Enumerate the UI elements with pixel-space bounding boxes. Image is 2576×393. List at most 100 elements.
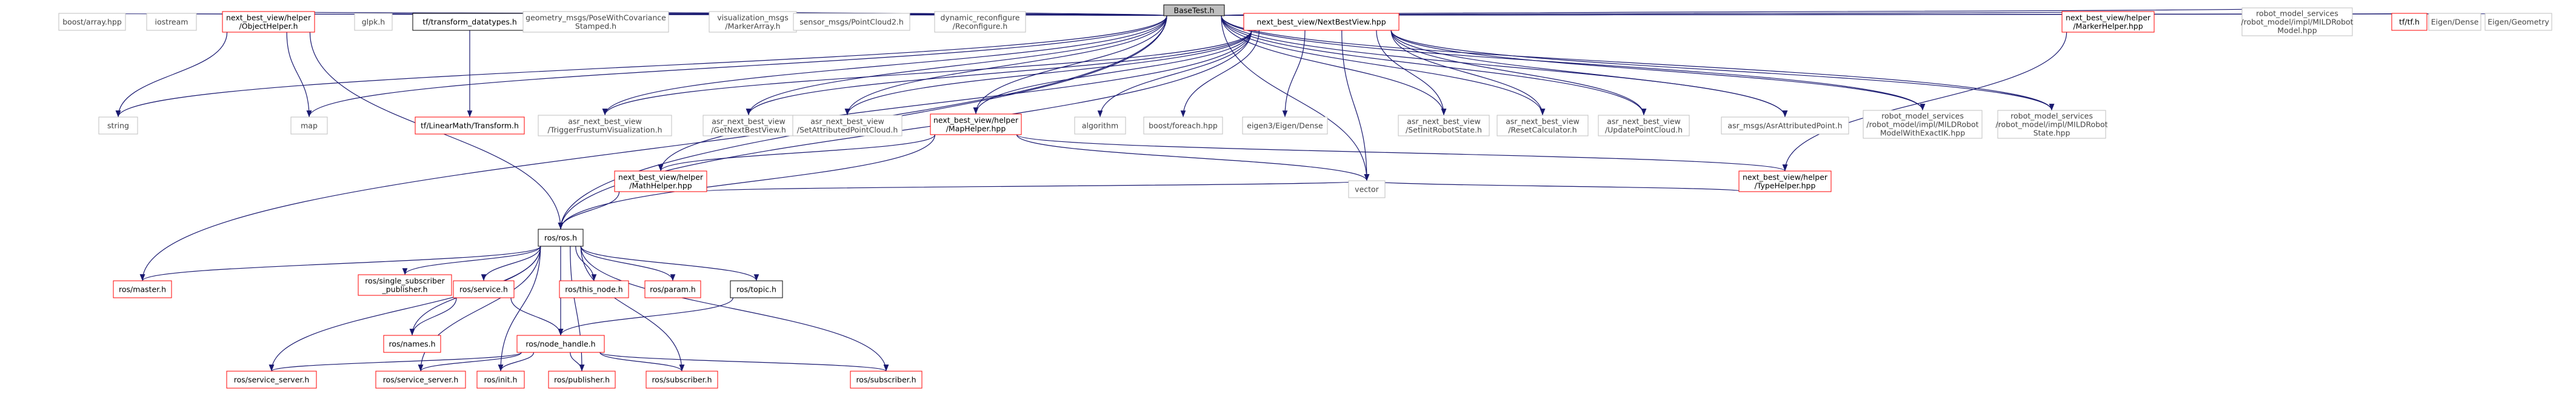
node-box <box>2484 13 2552 31</box>
edge-ros_h-to-ros_subscriber_1 <box>580 246 685 372</box>
node-box <box>146 13 197 31</box>
node-tf-tf[interactable]: tf/tf.h <box>2391 13 2428 31</box>
node-box <box>538 229 584 247</box>
edge-ros_service-to-ros_names <box>409 297 457 336</box>
node-label: robot_model_services <box>1881 112 1964 121</box>
node-ros-names[interactable]: ros/names.h <box>383 335 441 353</box>
node-single-sub-pub[interactable]: ros/single_subscriber_publisher.h <box>358 274 452 296</box>
node-label: State.hpp <box>2034 129 2070 138</box>
node-service-server-2[interactable]: ros/service_server.h <box>375 371 466 389</box>
node-label: ros/service_server.h <box>383 375 459 385</box>
node-map-helper[interactable]: next_best_view/helper/MapHelper.hpp <box>930 113 1022 135</box>
node-service-server-1[interactable]: ros/service_server.h <box>226 371 317 389</box>
node-label: /TypeHelper.hpp <box>1755 181 1816 190</box>
edge-root-to-trigger_frustum <box>602 15 1167 116</box>
edge-ros_h-to-ros_subscriber_2 <box>580 246 889 372</box>
edge-nbv-to-ros_h <box>558 30 1252 230</box>
edge-type_helper-to-vector <box>1364 180 1744 192</box>
node-label: map <box>301 121 318 130</box>
node-box <box>522 11 669 33</box>
node-tf-linearmath[interactable]: tf/LinearMath/Transform.h <box>415 116 525 135</box>
node-tf-datatypes[interactable]: tf/transform_datatypes.h <box>412 13 527 31</box>
edge-ros_node_handle-to-ros_subscriber_1 <box>599 352 685 372</box>
node-box <box>516 335 605 353</box>
edge-math_helper-to-vector <box>701 180 1369 192</box>
node-dynamic-reconfigure: dynamic_reconfigure/Reconfigure.h <box>934 11 1026 33</box>
node-visualization-msgs: visualization_msgs/MarkerArray.h <box>709 11 797 33</box>
node-label: ros/publisher.h <box>554 375 610 385</box>
node-rms-state: robot_model_services/robot_model/impl/MI… <box>1995 110 2108 139</box>
node-ros-init[interactable]: ros/init.h <box>476 371 525 389</box>
node-label: dynamic_reconfigure <box>941 13 1020 22</box>
node-box <box>1348 180 1386 198</box>
node-type-helper[interactable]: next_best_view/helper/TypeHelper.hpp <box>1738 170 1832 192</box>
node-label: ModelWithExactIK.hpp <box>1880 129 1965 138</box>
node-math-helper[interactable]: next_best_view/helper/MathHelper.hpp <box>614 170 707 192</box>
node-box <box>222 11 315 33</box>
edge-root-to-rms_state <box>1221 15 2055 111</box>
node-ros-service[interactable]: ros/service.h <box>453 280 515 298</box>
node-ros-this-node[interactable]: ros/this_node.h <box>559 280 629 298</box>
node-box <box>1074 116 1126 135</box>
node-box <box>226 371 317 389</box>
node-ros-subscriber-2[interactable]: ros/subscriber.h <box>850 371 923 389</box>
node-label: asr_next_best_view <box>1506 117 1580 126</box>
node-label: ros/master.h <box>119 285 166 294</box>
node-object-helper[interactable]: next_best_view/helper/ObjectHelper.h <box>222 11 315 33</box>
edge-root-to-ros_master <box>139 15 1167 281</box>
node-box <box>1598 115 1690 136</box>
node-algorithm: algorithm <box>1074 116 1126 135</box>
edge-nbv-to-vector <box>1341 30 1370 181</box>
node-box <box>793 13 910 31</box>
node-glpk: glpk.h <box>354 13 393 31</box>
node-box <box>702 115 795 136</box>
node-label: ros/subscriber.h <box>856 375 916 385</box>
node-marker-helper[interactable]: next_best_view/helper/MarkerHelper.hpp <box>2061 11 2155 33</box>
node-label: ros/ros.h <box>544 233 577 243</box>
edge-ros_h-to-ros_master <box>139 246 541 281</box>
edge-nbv-to-update_pc <box>1390 30 1647 116</box>
node-label: ros/subscriber.h <box>652 375 712 385</box>
node-label: /SetAttributedPointCloud.h <box>797 126 898 135</box>
node-label: next_best_view/helper <box>1743 173 1828 182</box>
node-box <box>58 13 126 31</box>
edge-root-to-set_init_robot <box>1221 15 1447 116</box>
node-nbv[interactable]: next_best_view/NextBestView.hpp <box>1243 13 1400 31</box>
edge-ros_node_handle-to-ros_init <box>498 352 535 372</box>
node-get-nbv: asr_next_best_view/GetNextBestView.h <box>702 115 795 136</box>
node-box <box>614 170 707 192</box>
edge-root-to-set_attr_pc <box>844 15 1167 116</box>
node-box <box>792 115 903 136</box>
node-label: robot_model_services <box>2010 112 2093 121</box>
node-ros-node-handle[interactable]: ros/node_handle.h <box>516 335 605 353</box>
edge-nbv-to-set_init_robot <box>1376 30 1447 116</box>
edge-ros_node_handle-to-ros_publisher <box>570 352 585 372</box>
edge-ros_topic-to-ros_node_handle <box>558 297 733 336</box>
node-label: next_best_view/helper <box>933 116 1019 125</box>
node-box <box>1243 13 1400 31</box>
node-root[interactable]: BaseTest.h <box>1163 4 1225 16</box>
node-label: Model.hpp <box>2277 26 2317 35</box>
node-ros-param[interactable]: ros/param.h <box>644 280 701 298</box>
node-box <box>1863 110 1983 139</box>
node-label: string <box>107 121 129 130</box>
node-label: /GetNextBestView.h <box>711 126 786 135</box>
edge-root-to-map <box>306 15 1167 118</box>
node-ros-master[interactable]: ros/master.h <box>113 280 172 298</box>
node-label: ros/names.h <box>389 340 435 349</box>
node-eigen3-dense: eigen3/Eigen/Dense <box>1242 116 1328 135</box>
node-rms-exactik: robot_model_services/robot_model/impl/MI… <box>1863 110 1983 139</box>
node-ros-h[interactable]: ros/ros.h <box>538 229 584 247</box>
edge-root-to-string <box>115 15 1167 118</box>
edge-root-to-rms_exactik <box>1221 15 1926 111</box>
edge-ros_h-to-ros_param <box>580 246 676 281</box>
node-box <box>2391 13 2428 31</box>
node-label: tf/tf.h <box>2399 18 2420 27</box>
node-label: asr_next_best_view <box>1407 117 1481 126</box>
edge-root-to-vector <box>1221 15 1370 181</box>
node-box <box>1997 110 2106 139</box>
node-ros-topic[interactable]: ros/topic.h <box>730 280 783 298</box>
node-ros-publisher[interactable]: ros/publisher.h <box>548 371 616 389</box>
node-ros-subscriber-1[interactable]: ros/subscriber.h <box>646 371 718 389</box>
node-label: ros/service_server.h <box>234 375 310 385</box>
